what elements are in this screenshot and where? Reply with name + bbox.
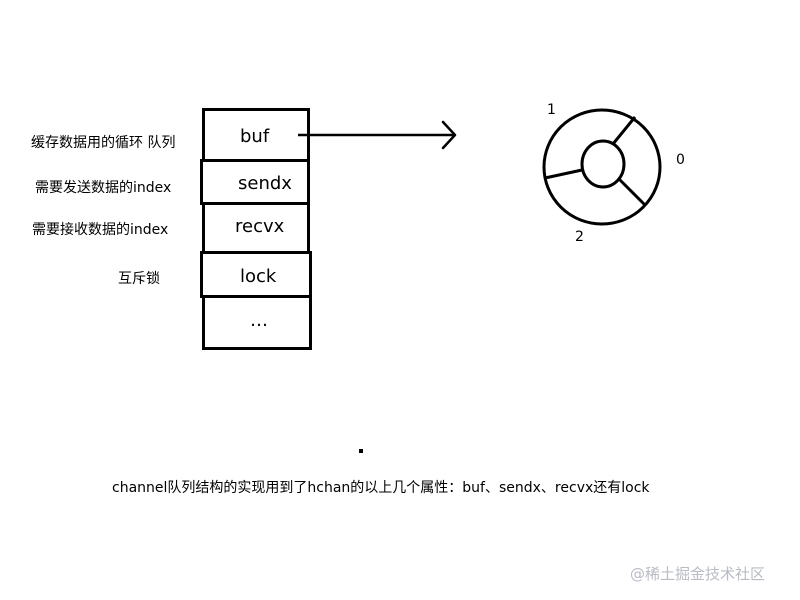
watermark: @稀土掘金技术社区 — [630, 565, 766, 583]
label-sendx: 需要发送数据的index — [35, 180, 172, 196]
ring-buffer — [542, 108, 662, 226]
stray-dot — [359, 449, 363, 453]
cell-buf-text: buf — [240, 126, 270, 147]
pointer-arrow — [298, 120, 457, 150]
label-lock: 互斥锁 — [118, 271, 160, 287]
ring-index-2: 2 — [575, 229, 584, 245]
caption: channel队列结构的实现用到了hchan的以上几个属性：buf、sendx、… — [112, 480, 650, 496]
cell-recvx: recvx — [202, 202, 310, 254]
cell-lock: lock — [200, 251, 312, 298]
ring-inner — [580, 139, 626, 189]
label-buf: 缓存数据用的循环 队列 — [31, 135, 176, 151]
ring-index-0: 0 — [676, 152, 685, 168]
cell-lock-text: lock — [240, 266, 277, 287]
cell-more: … — [202, 295, 312, 350]
cell-recvx-text: recvx — [235, 216, 285, 237]
label-recvx: 需要接收数据的index — [32, 222, 169, 238]
cell-sendx-text: sendx — [238, 173, 292, 194]
ring-divider-1 — [611, 116, 637, 145]
ring-divider-2 — [544, 168, 583, 180]
ring-divider-3 — [617, 177, 647, 207]
ring-index-1: 1 — [547, 102, 556, 118]
ring-outer — [542, 108, 662, 226]
cell-more-text: … — [250, 310, 268, 331]
